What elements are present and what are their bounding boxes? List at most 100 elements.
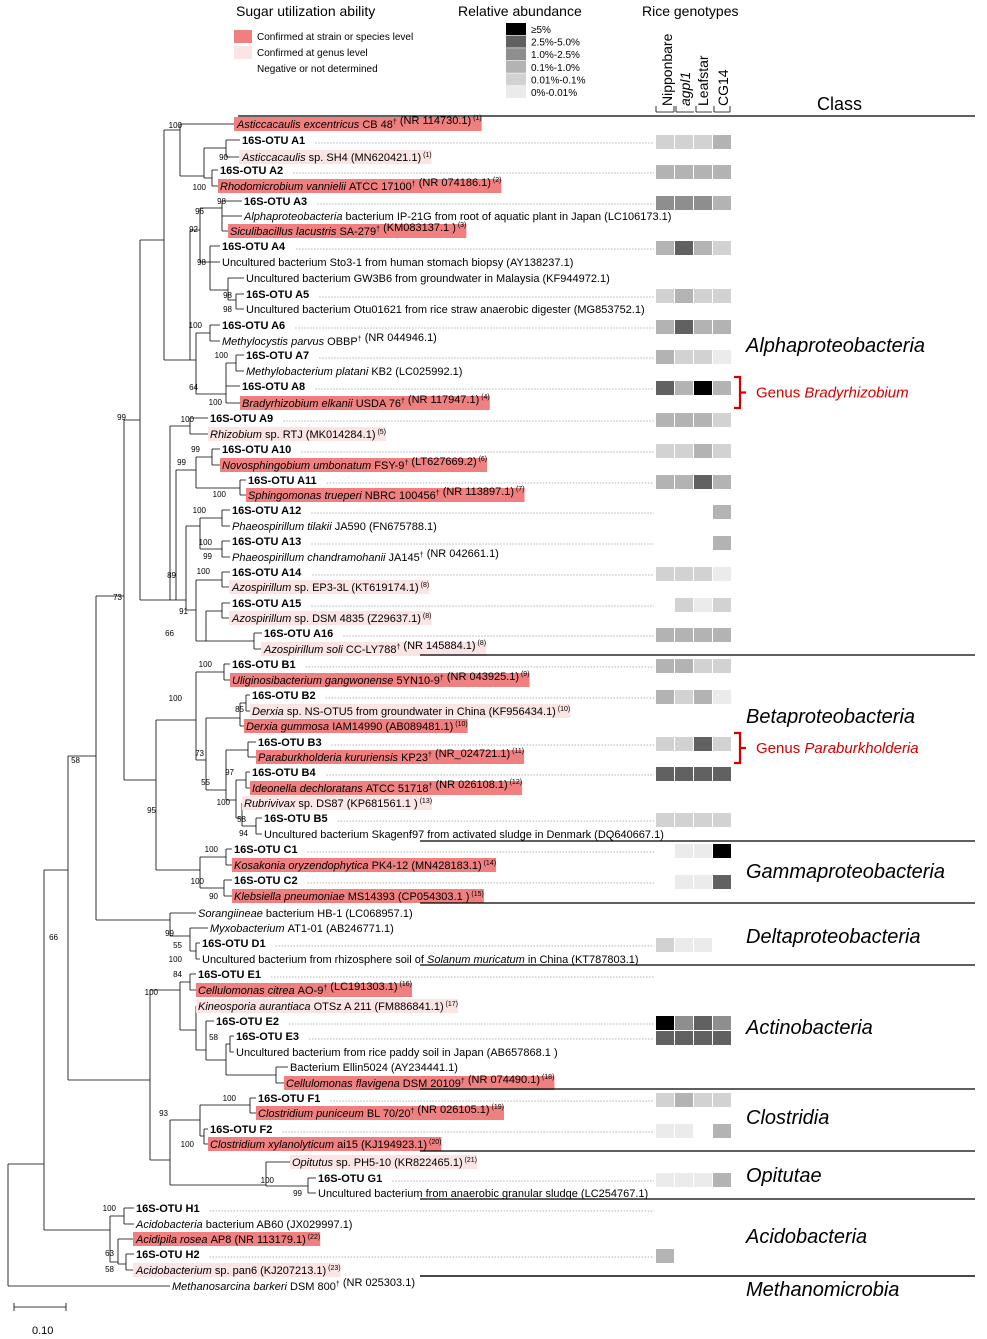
taxon-name: Opitutus xyxy=(292,1157,336,1169)
genus-bracket xyxy=(734,731,746,765)
reference-leaf: Uliginosibacterium gangwonense 5YN10-9† … xyxy=(230,671,530,687)
bootstrap-value: 91 xyxy=(179,607,188,616)
leaf-label: Bacterium Ellin5024 (AY234441.1) xyxy=(290,1062,458,1074)
otu-name: 16S-OTU B1 xyxy=(232,659,296,671)
leaf-label: Rhodomicrobium vannielii ATCC 17100† (NR… xyxy=(220,177,501,193)
reference-leaf: Asticcacaulis excentricus CB 48† (NR 114… xyxy=(234,115,482,131)
otu-name: 16S-OTU A16 xyxy=(264,628,333,640)
abundance-cell xyxy=(694,1093,712,1107)
accession: (NR 114730.1) xyxy=(397,115,471,127)
leaf-label: 16S-OTU B2 xyxy=(252,690,316,702)
abundance-cell xyxy=(694,135,712,149)
strain-info: ATCC 17100 xyxy=(349,181,412,193)
leaf-label: Asticcacaulis excentricus CB 48† (NR 114… xyxy=(236,115,482,131)
bootstrap-value: 98 xyxy=(197,258,206,267)
taxon-name: Clostridium puniceum xyxy=(258,1108,367,1120)
bootstrap-value: 100 xyxy=(215,351,229,360)
leaf-label: 16S-OTU F2 xyxy=(210,1124,272,1136)
abundance-cell xyxy=(713,536,731,550)
leaf-label: Uncultured bacterium Otu01621 from rice … xyxy=(246,304,645,316)
strain-info: ATCC 51718 xyxy=(366,783,429,795)
abundance-legend-label: 2.5%-5.0% xyxy=(531,38,580,49)
bootstrap-value: 99 xyxy=(293,1189,302,1198)
leaf-label: Methanosarcina barkeri DSM 800† (NR 0253… xyxy=(172,1277,415,1293)
strain-level-highlight xyxy=(196,983,412,997)
abundance-cell xyxy=(656,1093,674,1107)
leaf-label: Acidipila rosea AP8 (NR 113179.1) (22) xyxy=(135,1234,320,1246)
reference-leaf: Acidobacteria bacterium AB60 (JX029997.1… xyxy=(135,1219,352,1231)
reference-leaf: Opitutus sp. PH5-10 (KR822465.1) (21) xyxy=(290,1155,478,1169)
strain-level-highlight xyxy=(133,1232,321,1246)
taxon-name: Rubrivivax xyxy=(244,798,298,810)
leaf-label: 16S-OTU A16 xyxy=(264,628,333,640)
legend-swatch-genus xyxy=(234,46,252,59)
taxon-name: Derxia gummosa xyxy=(246,721,332,733)
reference-leaf: Asticcacaulis sp. SH4 (MN620421.1) (1) xyxy=(239,150,432,164)
class-label: Gammaproteobacteria xyxy=(746,861,945,883)
strain-info: sp. DSM 4835 (Z29637.1) xyxy=(294,613,421,625)
otu-leaf: 16S-OTU A15 xyxy=(232,598,654,610)
leaf-label: 16S-OTU A13 xyxy=(232,536,301,548)
bootstrap-value: 100 xyxy=(103,1204,117,1213)
tree-leaves: Asticcacaulis excentricus CB 48† (NR 114… xyxy=(133,115,671,1293)
otu-name: 16S-OTU A2 xyxy=(220,165,283,177)
otu-name: 16S-OTU F2 xyxy=(210,1124,272,1136)
taxon-name: Paraburkholderia kururiensis xyxy=(258,752,401,764)
type-strain-mark: † xyxy=(336,1281,340,1288)
abundance-cell xyxy=(713,659,731,673)
taxon-name: Bradyrhizobium elkanii xyxy=(242,398,356,410)
leaf-label: Novosphingobium umbonatum FSY-9† (LT6276… xyxy=(222,456,487,472)
abundance-heatmap xyxy=(656,135,731,1263)
bootstrap-value: 100 xyxy=(169,121,183,130)
abundance-cell xyxy=(713,875,731,889)
abundance-cell xyxy=(675,289,693,303)
leaf-label: Phaeospirillum chandramohanii JA145† (NR… xyxy=(232,548,499,564)
reference-leaf: Myxobacterium AT1-01 (AB246771.1) xyxy=(210,923,394,935)
leaf-label: 16S-OTU A10 xyxy=(222,444,291,456)
bootstrap-value: 100 xyxy=(193,183,207,192)
abundance-cell xyxy=(694,165,712,179)
abundance-cell xyxy=(713,1124,731,1138)
strain-level-highlight xyxy=(256,750,525,764)
abundance-cell xyxy=(675,381,693,395)
leaf-label: Uncultured bacterium from rice paddy soi… xyxy=(236,1047,558,1059)
abundance-cell xyxy=(694,196,712,210)
reference-number: (4) xyxy=(479,394,490,401)
bootstrap-value: 100 xyxy=(213,490,227,499)
abundance-cell xyxy=(675,1031,693,1045)
bootstrap-value: 100 xyxy=(181,1140,195,1149)
abundance-cell xyxy=(656,165,674,179)
accession: (NR 044946.1) xyxy=(362,332,437,344)
reference-leaf: Paraburkholderia kururiensis KP23† (NR_0… xyxy=(256,748,525,764)
taxon-name: Methanosarcina barkeri xyxy=(172,1281,290,1293)
abundance-cell xyxy=(694,659,712,673)
bootstrap-value: 99 xyxy=(117,413,126,422)
leaf-label: Cellulomonas citrea AO-9† (LC191303.1) (… xyxy=(198,981,412,997)
type-strain-mark: † xyxy=(420,552,424,559)
leaf-label: 16S-OTU D1 xyxy=(202,938,266,950)
otu-name: 16S-OTU A4 xyxy=(222,241,286,253)
abundance-cell xyxy=(694,938,712,952)
abundance-cell xyxy=(656,381,674,395)
abundance-cell xyxy=(675,659,693,673)
otu-name: 16S-OTU E2 xyxy=(216,1016,279,1028)
genus-level-highlight xyxy=(229,580,430,594)
leaf-label: 16S-OTU A7 xyxy=(246,350,309,362)
sugar-legend: Sugar utilization ability Confirmed at s… xyxy=(234,3,413,75)
accession: (NR 117947.1) xyxy=(405,394,479,406)
abundance-cell xyxy=(656,320,674,334)
otu-name: 16S-OTU A11 xyxy=(248,475,317,487)
taxon-name: Ideonella dechloratans xyxy=(252,783,366,795)
leaf-label: Acidobacteria bacterium AB60 (JX029997.1… xyxy=(135,1219,352,1231)
otu-name: 16S-OTU A6 xyxy=(222,320,285,332)
strain-level-highlight xyxy=(228,224,467,238)
bootstrap-value: 97 xyxy=(225,768,234,777)
otu-name: 16S-OTU H2 xyxy=(136,1249,200,1261)
otu-leaf: 16S-OTU F1 xyxy=(258,1093,654,1105)
abundance-cell xyxy=(694,1016,712,1030)
reference-number: (9) xyxy=(519,671,530,678)
abundance-cell xyxy=(713,475,731,489)
taxon-name: Methylobacterium platani xyxy=(246,366,371,378)
leaf-label: 16S-OTU E1 xyxy=(198,969,261,981)
strain-info: SA-279 xyxy=(339,226,376,238)
